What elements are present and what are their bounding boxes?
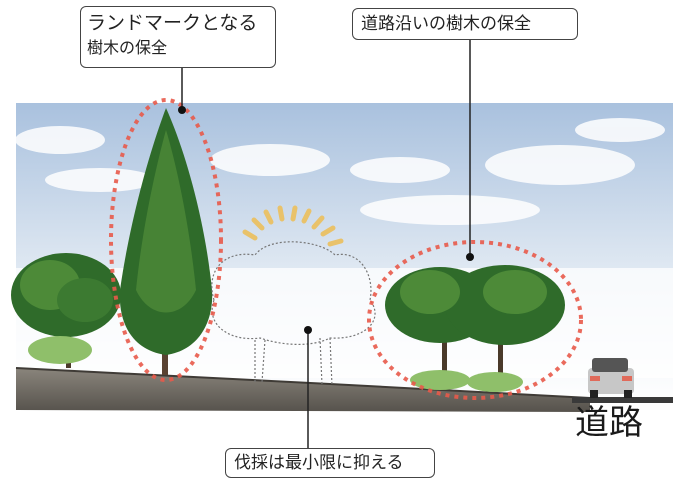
leader-dots <box>178 106 474 334</box>
clouds <box>15 118 665 225</box>
roadside-highlight-ring <box>367 240 583 400</box>
landmark-callout-line1: ランドマークとなる <box>87 12 258 34</box>
landmark-tree-callout: ランドマークとなる 樹木の保全 <box>80 6 276 68</box>
roadside-trees <box>385 265 565 392</box>
left-tree <box>11 253 121 368</box>
landmark-tree <box>119 108 213 375</box>
leader-lines <box>181 40 471 448</box>
road <box>572 397 673 403</box>
roadside-trees-callout: 道路沿いの樹木の保全 <box>352 8 578 40</box>
landmark-callout-line2: 樹木の保全 <box>87 38 168 57</box>
sun-rays <box>242 205 344 247</box>
landmark-highlight-ring <box>109 98 223 382</box>
car <box>588 358 634 398</box>
road-label: 道路 <box>575 403 643 443</box>
felling-callout: 伐採は最小限に抑える <box>225 448 435 478</box>
removed-trees-outline <box>211 241 376 387</box>
ground-embankment <box>16 368 590 412</box>
